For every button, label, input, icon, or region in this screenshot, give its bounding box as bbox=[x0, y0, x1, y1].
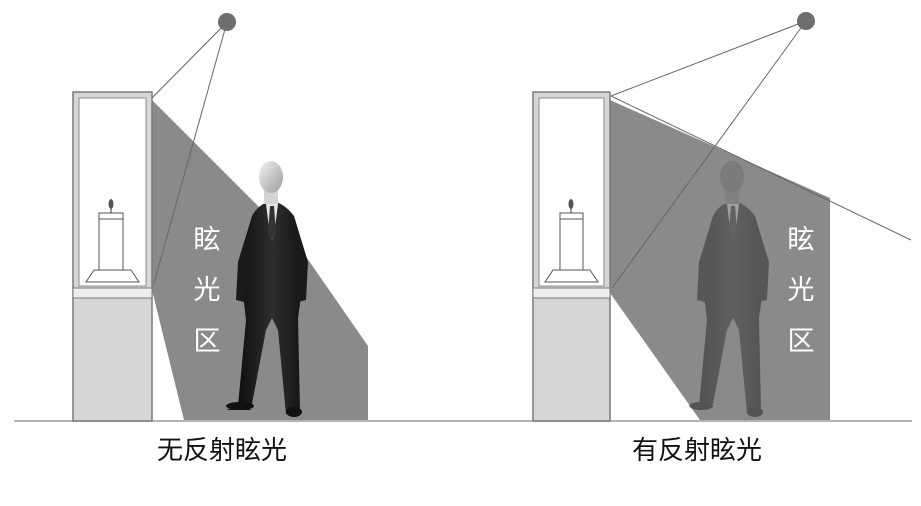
display-case bbox=[72, 91, 153, 422]
light-ray bbox=[153, 21, 228, 284]
lamp-icon bbox=[218, 13, 236, 31]
candle-icon bbox=[85, 199, 140, 283]
candle-icon bbox=[544, 199, 599, 283]
person-icon bbox=[689, 161, 769, 417]
glare-zone-label-char: 眩 bbox=[194, 225, 221, 256]
reflected-ray bbox=[610, 95, 912, 241]
panel-caption: 有反射眩光 bbox=[632, 436, 762, 466]
lamp-icon bbox=[797, 12, 815, 30]
panel-no-reflection: 眩 光 区 无反射眩光 bbox=[72, 13, 368, 466]
glare-zone-label-char: 区 bbox=[788, 326, 815, 357]
glare-zone-label-char: 光 bbox=[788, 275, 815, 306]
display-case bbox=[532, 91, 611, 422]
light-ray bbox=[610, 20, 807, 97]
panel-caption: 无反射眩光 bbox=[157, 436, 287, 466]
glare-zone-label-char: 光 bbox=[194, 275, 221, 306]
light-ray bbox=[611, 20, 807, 289]
panel-with-reflection: 眩 光 区 有反射眩光 bbox=[532, 12, 912, 466]
light-ray bbox=[151, 21, 228, 99]
glare-zone-label-char: 区 bbox=[194, 326, 221, 357]
person-icon bbox=[226, 161, 308, 417]
glare-zone-label-char: 眩 bbox=[788, 225, 815, 256]
